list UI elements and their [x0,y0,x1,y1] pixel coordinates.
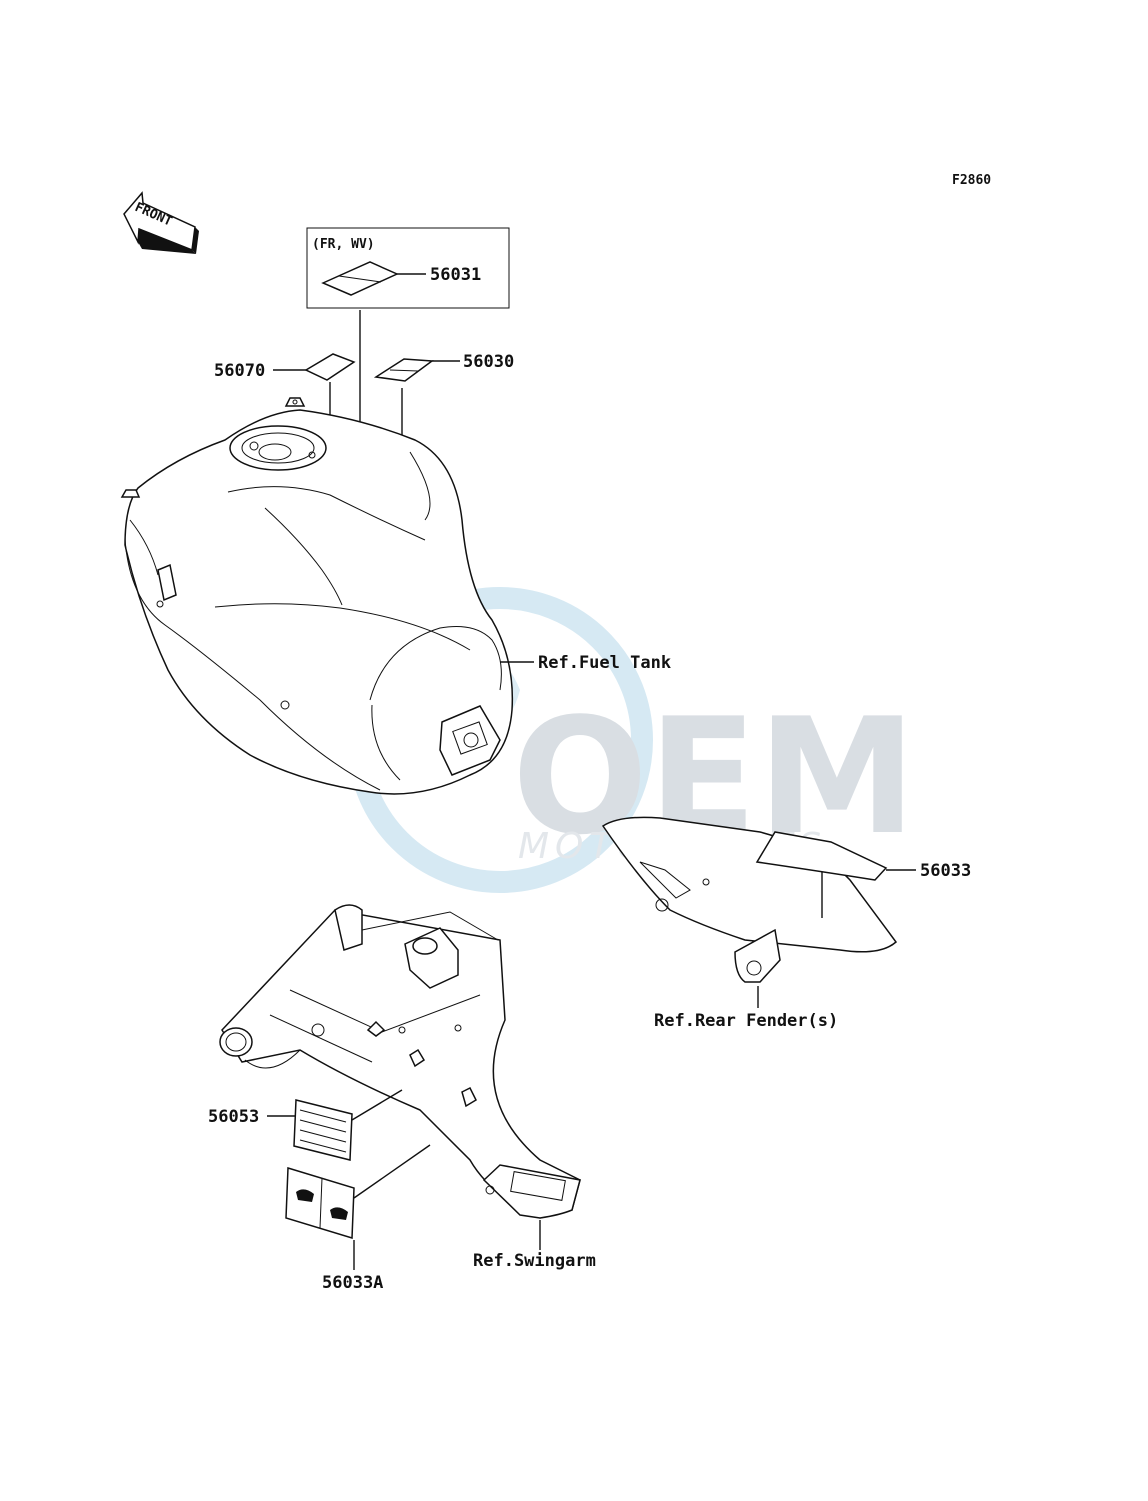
chain-guard-drawing: 56033 Ref.Rear Fender(s) [601,816,971,1031]
front-arrow-icon: FRONT [123,191,199,254]
part-56030-label: 56030 [463,352,514,372]
part-56031-label: 56031 [430,265,481,285]
chain-adjuster-icon [482,1164,581,1219]
decal-56033-icon [755,831,888,881]
ref-swingarm-label: Ref.Swingarm [473,1251,596,1271]
decal-56053-icon [293,1099,353,1161]
decal-56070: 56070 [214,353,356,478]
decal-56053: 56053 [208,1089,403,1161]
part-56033A-label: 56033A [322,1273,383,1293]
fuel-pump-flange-icon [439,705,501,776]
variant-box-label: (FR, WV) [312,237,375,252]
decal-56070-icon [304,353,356,381]
figure-code: F2860 [952,173,991,188]
part-56053-label: 56053 [208,1107,259,1127]
ref-fuel-tank-label: Ref.Fuel Tank [538,653,671,673]
decal-56033A: 56033A [285,1144,431,1293]
decal-56033A-icon [285,1167,355,1239]
fuel-tank-drawing: Ref.Fuel Tank [120,397,671,795]
variant-box: (FR, WV) 56031 [306,227,510,508]
swingarm-drawing: Ref.Swingarm [219,904,596,1271]
part-56033-label: 56033 [920,861,971,881]
ref-rear-fender-label: Ref.Rear Fender(s) [654,1011,838,1031]
part-56070-label: 56070 [214,361,265,381]
